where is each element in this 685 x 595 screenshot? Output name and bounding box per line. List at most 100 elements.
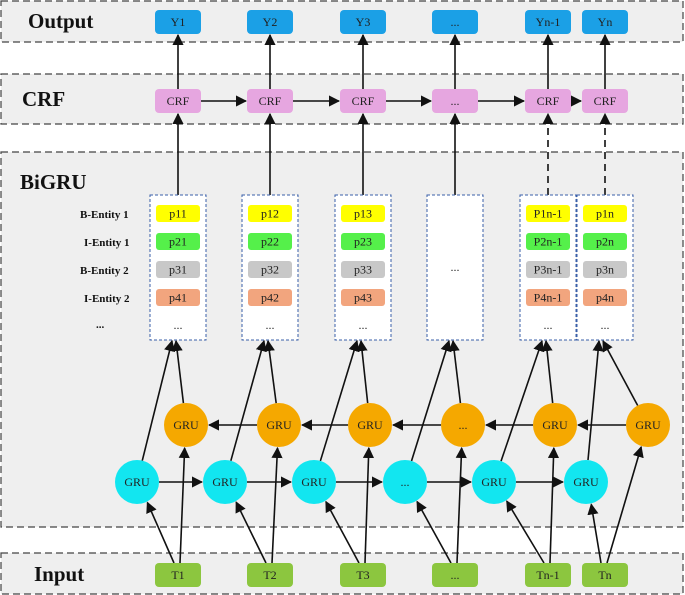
prob-ellipsis-1: ...	[174, 318, 183, 332]
prob-ellipsis-3: ...	[359, 318, 368, 332]
prob-cell-3-4	[341, 289, 385, 306]
prob-label-6-3: p3n	[596, 263, 614, 277]
forward-to-prob-arrow-4	[410, 339, 452, 462]
crf-label-2: CRF	[259, 94, 282, 108]
input-label-2: T2	[263, 568, 276, 582]
crf-section-title: CRF	[22, 87, 65, 111]
prob-label-2-1: p12	[261, 207, 279, 221]
prob-cell-6-4	[583, 289, 627, 306]
prob-cell-5-2	[526, 233, 570, 250]
prob-label-2-2: p22	[261, 235, 279, 249]
input-to-backward-arrow-3	[362, 446, 375, 564]
output-label-4: ...	[451, 15, 460, 29]
backward-to-prob-arrow-2	[263, 339, 277, 404]
gru-backward-label-4: ...	[459, 418, 468, 432]
prob-ellipsis-6: ...	[601, 318, 610, 332]
input-node-5	[525, 563, 571, 587]
prob-label-6-2: p2n	[596, 235, 614, 249]
output-label-6: Yn	[598, 15, 613, 29]
gru-backward-label-3: GRU	[357, 418, 383, 432]
crf-node-5	[525, 89, 571, 113]
nodes-layer: Y1CRFp11p21p31p41...T1GRUGRUY2CRFp12p22p…	[115, 10, 670, 587]
output-node-2	[247, 10, 293, 34]
input-label-4: ...	[451, 568, 460, 582]
input-node-2	[247, 563, 293, 587]
input-to-backward-arrow-6	[606, 445, 644, 564]
gru-backward-label-2: GRU	[266, 418, 292, 432]
output-label-5: Yn-1	[536, 15, 561, 29]
gru-forward-label-1: GRU	[124, 475, 150, 489]
backward-to-prob-arrow-4	[448, 339, 462, 404]
gru-backward-node-4	[441, 403, 485, 447]
prob-label-5-4: P4n-1	[534, 291, 563, 305]
input-node-1	[155, 563, 201, 587]
prob-cell-2-4	[248, 289, 292, 306]
prob-cell-2-2	[248, 233, 292, 250]
prob-cell-5-1	[526, 205, 570, 222]
prob-ellipsis-5: ...	[544, 318, 553, 332]
row-label-b-entity-1: B-Entity 1	[80, 209, 129, 221]
gru-forward-node-1	[115, 460, 159, 504]
gru-backward-node-6	[626, 403, 670, 447]
gru-forward-node-3	[292, 460, 336, 504]
crf-node-4	[432, 89, 478, 113]
prob-label-3-2: p23	[354, 235, 372, 249]
gru-forward-node-5	[472, 460, 516, 504]
prob-label-5-1: P1n-1	[534, 207, 563, 221]
row-label-b-entity-2: B-Entity 2	[80, 265, 129, 277]
input-to-forward-arrow-2	[235, 501, 267, 564]
input-label-5: Tn-1	[536, 568, 559, 582]
crf-node-1	[155, 89, 201, 113]
output-node-5	[525, 10, 571, 34]
gru-forward-node-6	[564, 460, 608, 504]
crf-label-4: ...	[451, 94, 460, 108]
output-label-2: Y2	[263, 15, 278, 29]
forward-to-prob-arrow-3	[319, 339, 360, 462]
input-to-backward-arrow-2	[271, 446, 283, 564]
prob-label-6-1: p1n	[596, 207, 614, 221]
prob-label-1-2: p21	[169, 235, 187, 249]
input-section-title: Input	[34, 562, 84, 586]
gru-forward-label-3: GRU	[301, 475, 327, 489]
input-to-forward-arrow-6	[587, 503, 602, 564]
gru-backward-label-6: GRU	[635, 418, 661, 432]
prob-cell-6-3	[583, 261, 627, 278]
gru-forward-node-4	[383, 460, 427, 504]
output-node-4	[432, 10, 478, 34]
prob-label-6-4: p4n	[596, 291, 614, 305]
gru-backward-label-5: GRU	[542, 418, 568, 432]
gru-forward-label-4: ...	[401, 475, 410, 489]
prob-label-1-3: p31	[169, 263, 187, 277]
prob-cell-2-1	[248, 205, 292, 222]
gru-backward-node-2	[257, 403, 301, 447]
backward-to-prob-arrow-1	[171, 339, 185, 404]
forward-to-prob-arrow-6	[587, 339, 604, 461]
prob-label-3-1: p13	[354, 207, 372, 221]
output-node-1	[155, 10, 201, 34]
prob-cell-1-3	[156, 261, 200, 278]
crf-label-1: CRF	[167, 94, 190, 108]
backward-to-prob-arrow-5	[541, 339, 554, 404]
row-label-i-entity-1: I-Entity 1	[84, 237, 130, 249]
prob-column-4	[426, 194, 484, 341]
output-section-title: Output	[28, 9, 93, 33]
input-to-forward-arrow-1	[146, 501, 175, 564]
output-node-6	[582, 10, 628, 34]
prob-cell-1-4	[156, 289, 200, 306]
prob-cell-1-2	[156, 233, 200, 250]
gru-backward-node-5	[533, 403, 577, 447]
prob-label-3-4: p43	[354, 291, 372, 305]
prob-label-5-3: P3n-1	[534, 263, 563, 277]
prob-cell-5-4	[526, 289, 570, 306]
input-node-4	[432, 563, 478, 587]
prob-cell-5-3	[526, 261, 570, 278]
input-to-backward-arrow-4	[455, 446, 467, 564]
input-to-forward-arrow-5	[506, 500, 545, 564]
backward-to-prob-arrow-3	[356, 339, 369, 404]
forward-to-prob-arrow-5	[500, 339, 545, 462]
bigru-section-title: BiGRU	[20, 170, 87, 194]
crf-node-3	[340, 89, 386, 113]
crf-label-6: CRF	[594, 94, 617, 108]
input-to-backward-arrow-1	[178, 446, 190, 564]
